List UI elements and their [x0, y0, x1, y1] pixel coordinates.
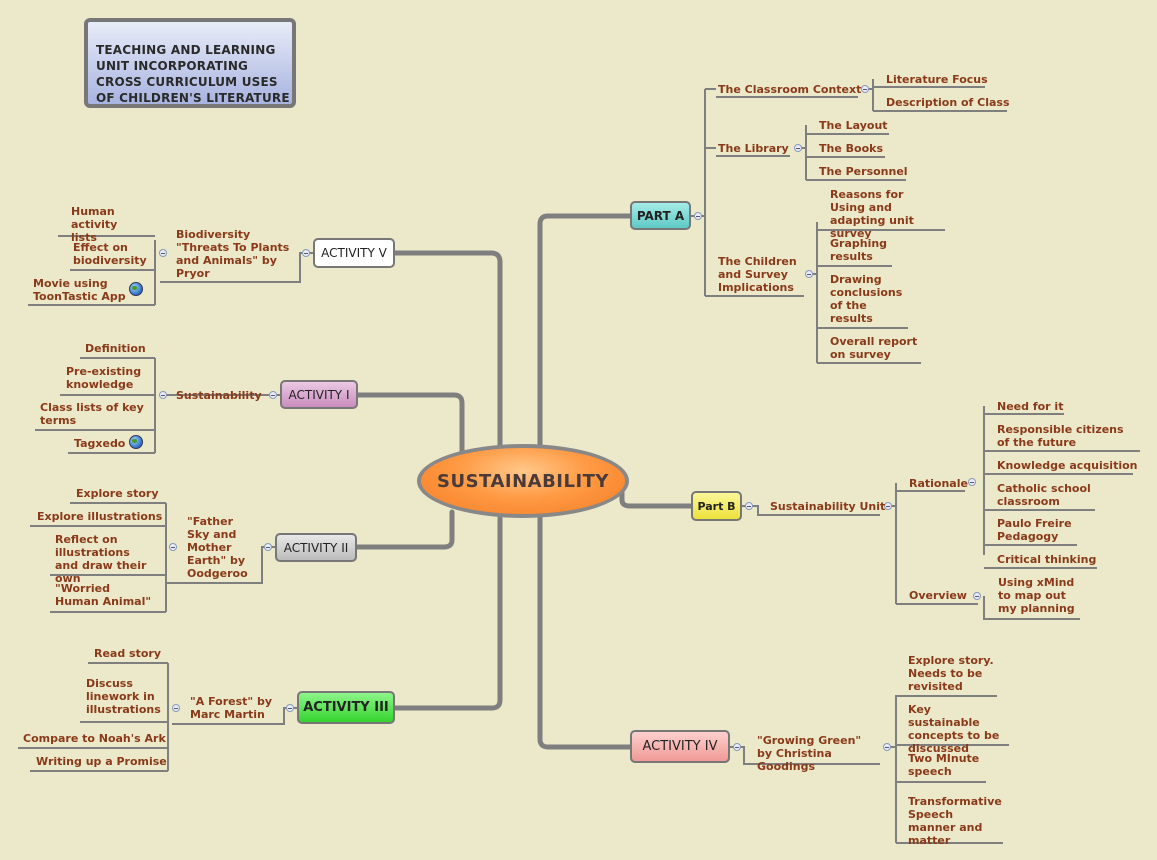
topic-father-sky-mother-earth[interactable]: "Father Sky and Mother Earth" by Oodgero… [187, 515, 248, 580]
globe-link-icon[interactable] [129, 435, 143, 449]
collapse-toggle-sustainability-unit[interactable] [884, 502, 892, 510]
collapse-toggle-activity-ii[interactable] [264, 543, 272, 551]
collapse-toggle-rationale[interactable] [968, 478, 976, 486]
topic-definition[interactable]: Definition [85, 342, 146, 355]
activity-iii-node[interactable]: ACTIVITY III [297, 691, 395, 724]
topic-overall-report[interactable]: Overall report on survey [830, 335, 918, 361]
branch-activity-iv [537, 515, 633, 750]
activity-ii-node[interactable]: ACTIVITY II [275, 533, 357, 562]
collapse-toggle-classroom-context[interactable] [861, 85, 869, 93]
activity-v-node[interactable]: ACTIVITY V [313, 238, 395, 268]
topic-the-books[interactable]: The Books [819, 142, 883, 155]
topic-growing-green[interactable]: "Growing Green" by Christina Goodings [757, 734, 862, 773]
topic-using-xmind[interactable]: Using xMind to map out my planning [998, 576, 1075, 615]
globe-link-icon[interactable] [129, 282, 143, 296]
topic-explore-story[interactable]: Explore story [76, 487, 159, 500]
collapse-toggle-father-sky[interactable] [169, 543, 177, 551]
collapse-toggle-activity-v[interactable] [302, 249, 310, 257]
topic-writing-up-promise[interactable]: Writing up a Promise [36, 755, 167, 768]
topic-rationale[interactable]: Rationale [909, 477, 968, 490]
collapse-toggle-activity-i[interactable] [269, 391, 277, 399]
activity-iv-node[interactable]: ACTIVITY IV [630, 730, 730, 763]
collapse-toggle-part-b[interactable] [745, 502, 753, 510]
topic-reflect-on-illustrations[interactable]: Reflect on illustrations and draw their … [55, 533, 147, 585]
collapse-toggle-growing-green[interactable] [883, 743, 891, 751]
branch-activity-v [391, 250, 503, 448]
activity-iv-label: ACTIVITY IV [642, 739, 718, 754]
topic-the-library[interactable]: The Library [718, 142, 789, 155]
branch-activity-iii [392, 515, 503, 711]
part-a-label: PART A [636, 208, 685, 223]
topic-knowledge-acquisition[interactable]: Knowledge acquisition [997, 459, 1138, 472]
topic-classroom-context[interactable]: The Classroom Context [718, 83, 862, 96]
branch-activity-i [355, 392, 465, 455]
collapse-toggle-a-forest[interactable] [172, 704, 180, 712]
activity-v-label: ACTIVITY V [321, 246, 387, 260]
topic-the-personnel[interactable]: The Personnel [819, 165, 908, 178]
central-topic[interactable]: SUSTAINABILITY [417, 444, 629, 518]
topic-the-layout[interactable]: The Layout [819, 119, 888, 132]
part-b-label: Part B [697, 499, 736, 513]
topic-transformative-speech[interactable]: Transformative Speech manner and matter [908, 795, 1002, 847]
topic-description-of-class[interactable]: Description of Class [886, 96, 1010, 109]
part-a-node[interactable]: PART A [630, 201, 691, 230]
topic-paulo-freire[interactable]: Paulo Freire Pedagogy [997, 517, 1072, 543]
topic-tagxedo[interactable]: Tagxedo [74, 437, 126, 450]
topic-effect-on-biodiversity[interactable]: Effect on biodiversity [73, 241, 147, 267]
part-b-node[interactable]: Part B [691, 491, 742, 521]
topic-discuss-linework[interactable]: Discuss linework in illustrations [86, 677, 161, 716]
topic-need-for-it[interactable]: Need for it [997, 400, 1064, 413]
collapse-toggle-activity-iii[interactable] [286, 704, 294, 712]
topic-two-minute-speech[interactable]: Two MInute speech [908, 752, 980, 778]
topic-sustainability[interactable]: Sustainability [176, 389, 262, 402]
activity-i-node[interactable]: ACTIVITY I [280, 380, 358, 409]
topic-reasons-for-using[interactable]: Reasons for Using and adapting unit surv… [830, 188, 914, 240]
branch-part-a [537, 213, 633, 448]
collapse-toggle-children[interactable] [805, 270, 813, 278]
topic-literature-focus[interactable]: Literature Focus [886, 73, 988, 86]
topic-pre-existing-knowledge[interactable]: Pre-existing knowledge [66, 365, 142, 391]
topic-explore-illustrations[interactable]: Explore illustrations [37, 510, 163, 523]
topic-movie-toontastic[interactable]: Movie using ToonTastic App [33, 277, 126, 303]
topic-children-survey[interactable]: The Children and Survey Implications [718, 255, 797, 294]
collapse-toggle-activity-iv[interactable] [733, 743, 741, 751]
topic-read-story[interactable]: Read story [94, 647, 162, 660]
branch-part-b [619, 479, 695, 509]
topic-catholic-school[interactable]: Catholic school classroom [997, 482, 1091, 508]
topic-biodiversity[interactable]: Biodiversity "Threats To Plants and Anim… [176, 228, 290, 280]
topic-compare-noahs-ark[interactable]: Compare to Noah's Ark [23, 732, 166, 745]
topic-class-lists-key-terms[interactable]: Class lists of key terms [40, 401, 144, 427]
collapse-toggle-sustainability[interactable] [159, 391, 167, 399]
topic-human-activity-lists[interactable]: Human activity lists [71, 205, 118, 244]
collapse-toggle-biodiversity[interactable] [159, 249, 167, 257]
unit-title-box[interactable]: TEACHING AND LEARNING UNIT INCORPORATING… [84, 18, 296, 108]
branch-activity-ii [354, 509, 455, 550]
topic-critical-thinking[interactable]: Critical thinking [997, 553, 1097, 566]
collapse-toggle-part-a[interactable] [694, 212, 702, 220]
collapse-toggle-library[interactable] [794, 144, 802, 152]
unit-title-text: TEACHING AND LEARNING UNIT INCORPORATING… [96, 43, 290, 105]
activity-i-label: ACTIVITY I [288, 387, 350, 402]
topic-explore-story-revisited[interactable]: Explore story. Needs to be revisited [908, 654, 994, 693]
topic-key-sustainable-concepts[interactable]: Key sustainable concepts to be discussed [908, 703, 1000, 755]
collapse-toggle-overview[interactable] [973, 592, 981, 600]
topic-a-forest[interactable]: "A Forest" by Marc Martin [190, 695, 272, 721]
topic-drawing-conclusions[interactable]: Drawing conclusions of the results [830, 273, 903, 325]
topic-worried-human-animal[interactable]: "Worried Human Animal" [55, 582, 152, 608]
activity-iii-label: ACTIVITY III [303, 700, 389, 715]
activity-ii-label: ACTIVITY II [283, 540, 349, 555]
topic-overview[interactable]: Overview [909, 589, 967, 602]
topic-responsible-citizens[interactable]: Responsible citizens of the future [997, 423, 1124, 449]
topic-graphing-results[interactable]: Graphing results [830, 237, 888, 263]
central-topic-label: SUSTAINABILITY [437, 470, 609, 492]
topic-sustainability-unit[interactable]: Sustainability Unit [770, 500, 886, 513]
